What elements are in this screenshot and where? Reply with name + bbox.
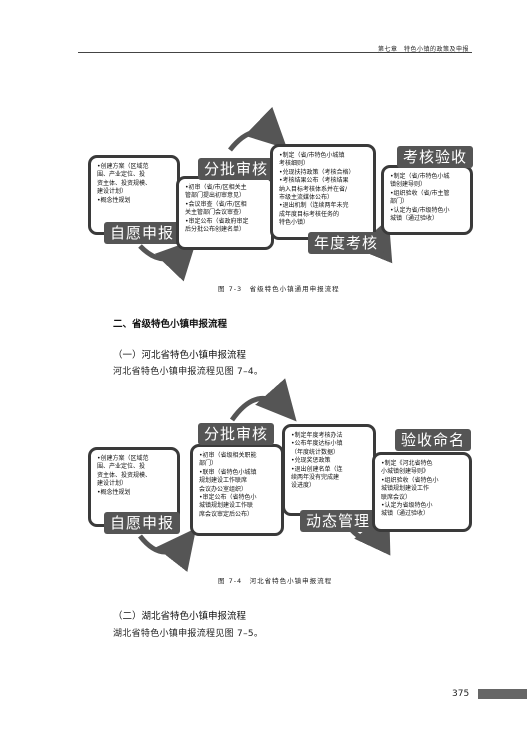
section2-heading: 二、省级特色小镇申报流程 xyxy=(113,319,228,330)
fig3-tag-annual: 年度考核 xyxy=(308,232,385,254)
section2-sub1: （一）河北省特色小镇申报流程 xyxy=(113,350,247,361)
fig3-tag-accept: 考核验收 xyxy=(397,146,474,168)
fig3-box-annual: •制定（省/市特色小城镇 考核细则） •兑现扶持政策（考核合格） •考核结果公布… xyxy=(270,144,376,240)
header-rule xyxy=(78,52,472,53)
fig3-box-accept: •制定（省/市特色小城 镇创建导则） •组织验收（省/市主管 部门） •认定为省… xyxy=(381,165,473,235)
fig4-tag-review: 分批审核 xyxy=(198,423,275,445)
fig4-arrow-2 xyxy=(229,378,297,422)
fig4-box-dynamic: •制定年度考核办法 •公布年度达标小镇 （年度统计数据） •兑现奖惩政策 •退出… xyxy=(282,424,376,516)
fig3-arrow-1 xyxy=(138,238,197,282)
section2-para1: 河北省特色小镇申报流程见图 7–4。 xyxy=(113,367,264,377)
fig3-caption: 图 7-3 省级特色小镇通用申报流程 xyxy=(218,285,340,293)
fig4-tag-apply: 自愿申报 xyxy=(104,512,181,534)
chapter-header: 第七章 特色小镇的政策及申报 xyxy=(377,46,469,53)
fig4-tag-accept: 验收命名 xyxy=(395,429,472,451)
fig4-caption: 图 7-4 河北省特色小镇申报流程 xyxy=(218,577,333,585)
fig4-arrow-1 xyxy=(138,528,197,572)
fig4-box-accept: •制定《河北省特色 小城镇创建导则》 •组织验收（省特色小 城镇规划建设工作 联… xyxy=(372,452,472,532)
fig3-box-review: •初审（省/市/区相关主 管部门提出初审意见） •会议审查（省/市/区相 关主管… xyxy=(176,176,274,250)
fig4-box-review: •初审（省级相关职能 部门） •联审（省特色小城镇 规划建设工作联席 会议办公室… xyxy=(190,444,284,536)
page-number: 375 xyxy=(452,689,470,699)
fig3-arrow-2 xyxy=(228,106,288,152)
fig4-tag-dynamic: 动态管理 xyxy=(300,510,377,532)
section3-sub2: （二）湖北省特色小镇申报流程 xyxy=(113,611,247,622)
fig3-tag-review: 分批审核 xyxy=(198,158,275,180)
fig3-tag-apply: 自愿申报 xyxy=(104,222,181,244)
section3-para2: 湖北省特色小镇申报流程见图 7–5。 xyxy=(113,629,264,639)
page-bar xyxy=(478,689,527,699)
